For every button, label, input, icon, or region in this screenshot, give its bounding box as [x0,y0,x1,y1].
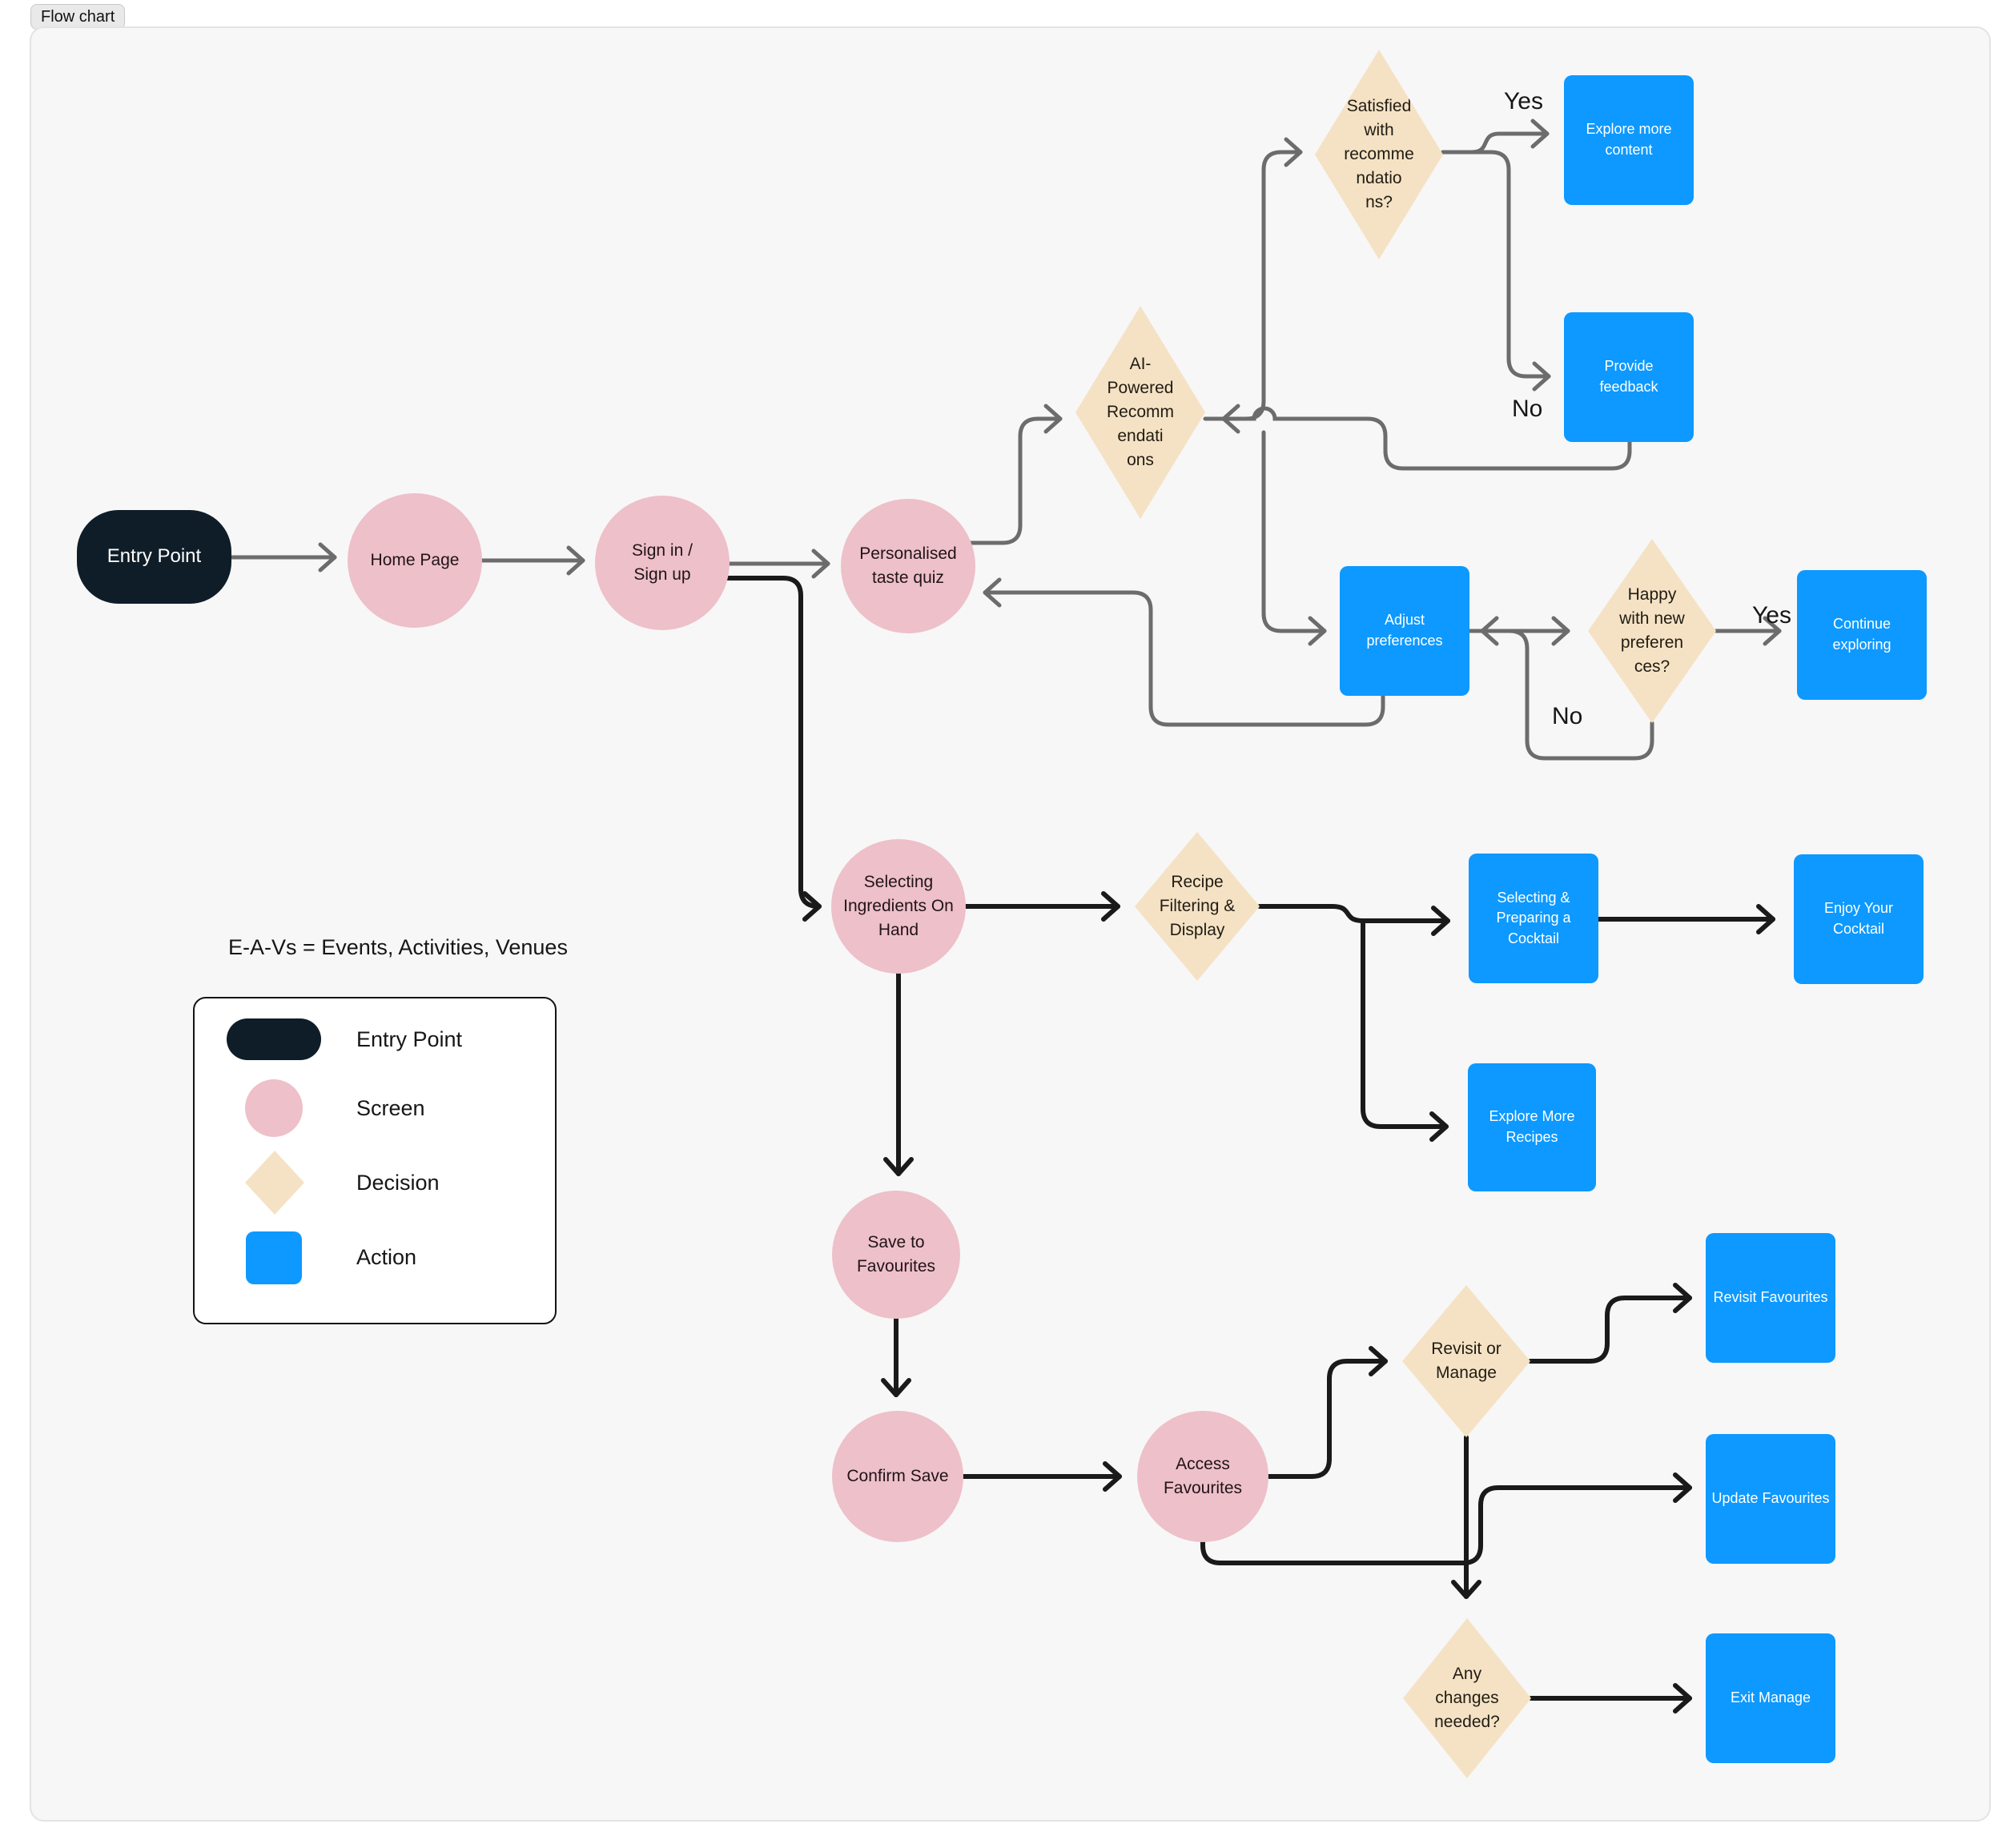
node-label: Access Favourites [1163,1455,1243,1497]
node-label: Enjoy Your Cocktail [1823,900,1894,937]
node-entry-point[interactable]: Entry Point [77,510,231,604]
node-access-favourites[interactable]: Access Favourites [1137,1411,1268,1542]
node-label: Any changes needed? [1434,1665,1500,1731]
legend-action-swatch [246,1231,302,1284]
eav-note: E-A-Vs = Events, Activities, Venues [228,935,568,959]
node-label: Provide feedback [1599,358,1658,395]
node-label: Explore more content [1586,121,1672,158]
flow-chart-frame-label[interactable]: Flow chart [30,4,126,30]
node-label: Adjust preferences [1366,612,1443,649]
node-enjoy-your-cocktail[interactable]: Enjoy Your Cocktail [1794,854,1924,984]
node-save-to-favourites[interactable]: Save to Favourites [832,1191,960,1319]
edge-label-no-happy: No [1552,703,1583,729]
node-label: Home Page [370,551,460,570]
node-label: Explore More Recipes [1489,1108,1575,1145]
node-explore-more-content[interactable]: Explore more content [1564,75,1694,205]
edge-label-yes-satisfied: Yes [1504,88,1543,114]
node-personalised-taste-quiz[interactable]: Personalised taste quiz [841,499,975,633]
node-label: Revisit or Manage [1431,1340,1502,1382]
node-adjust-preferences[interactable]: Adjust preferences [1340,566,1469,696]
node-label: Revisit Favourites [1713,1289,1828,1306]
node-continue-exploring[interactable]: Continue exploring [1797,570,1927,700]
legend-screen-swatch [245,1079,303,1137]
node-exit-manage[interactable]: Exit Manage [1706,1633,1835,1763]
legend-label-decision: Decision [356,1171,440,1195]
edge-label-yes-happy: Yes [1752,602,1791,629]
node-label: Entry Point [107,545,202,568]
node-label: Save to Favourites [856,1233,936,1276]
node-label: Confirm Save [846,1467,949,1486]
node-explore-more-recipes[interactable]: Explore More Recipes [1468,1063,1596,1191]
node-label: Continue exploring [1832,616,1891,653]
legend-label-screen: Screen [356,1096,425,1120]
node-label: Selecting Ingredients On Hand [843,873,954,939]
node-confirm-save[interactable]: Confirm Save [832,1411,963,1542]
node-label: Exit Manage [1730,1689,1811,1706]
node-selecting-preparing-cocktail[interactable]: Selecting & Preparing a Cocktail [1469,854,1598,983]
node-revisit-favourites[interactable]: Revisit Favourites [1706,1233,1835,1363]
node-label: Happy with new preferen ces? [1619,585,1685,676]
legend-entry-point-swatch [227,1018,321,1060]
node-update-favourites[interactable]: Update Favourites [1706,1434,1835,1564]
legend-label-entry-point: Entry Point [356,1027,463,1051]
node-label: Satisfied with recomme ndatio ns? [1344,97,1414,211]
node-label: Update Favourites [1711,1490,1830,1507]
edge-label-no-satisfied: No [1512,396,1543,422]
node-provide-feedback[interactable]: Provide feedback [1564,312,1694,442]
node-home-page[interactable]: Home Page [348,493,482,628]
node-label: Sign in / Sign up [632,541,693,584]
node-label: Recipe Filtering & Display [1159,873,1236,939]
node-label: AI- Powered Recomm endati ons [1106,355,1174,469]
legend-label-action: Action [356,1245,417,1269]
node-sign-in-sign-up[interactable]: Sign in / Sign up [595,496,730,630]
node-label: Selecting & Preparing a Cocktail [1496,889,1571,946]
node-label: Personalised taste quiz [859,544,957,587]
node-selecting-ingredients-on-hand[interactable]: Selecting Ingredients On Hand [831,839,966,974]
